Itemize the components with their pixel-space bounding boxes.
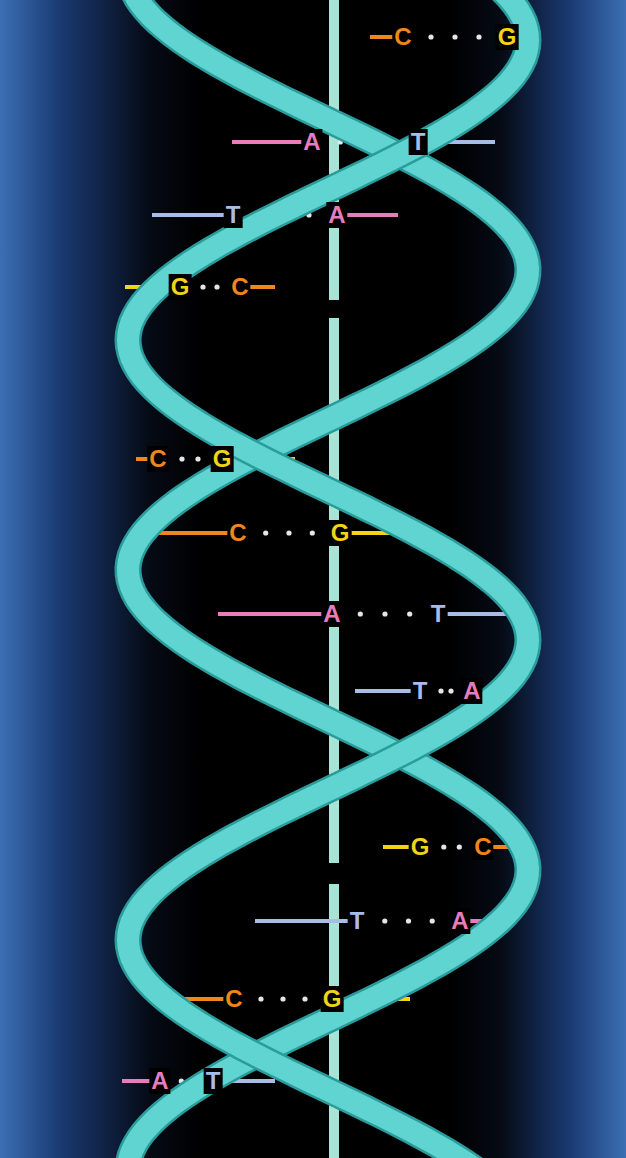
hydrogen-bond-dot [263, 530, 268, 535]
ribbon-edge [128, 0, 528, 1158]
hydrogen-bond-dot [430, 918, 435, 923]
base-letter: T [204, 1068, 223, 1094]
hydrogen-bond-dot [382, 611, 387, 616]
hydrogen-bond-dot [438, 688, 443, 693]
base-letter: T [348, 908, 367, 934]
hydrogen-bond-dot [382, 918, 387, 923]
hydrogen-bond-dot [452, 34, 457, 39]
hydrogen-bond-dot [358, 611, 363, 616]
hydrogen-bond-dot [441, 844, 446, 849]
base-stick [152, 213, 233, 217]
base-letter: A [321, 601, 342, 627]
base-letter: C [472, 834, 493, 860]
hydrogen-bond-dot [302, 996, 307, 1001]
backbone-ribbons [128, 0, 528, 1158]
hydrogen-bond-dot [407, 611, 412, 616]
base-letter: T [224, 202, 243, 228]
base-letter: C [392, 24, 413, 50]
ribbon [128, 0, 528, 1158]
base-letter: A [326, 202, 347, 228]
base-stick [218, 612, 332, 616]
base-letter: A [301, 129, 322, 155]
base-stick [232, 140, 312, 144]
base-letter: C [147, 446, 168, 472]
hydrogen-bond-dot [286, 530, 291, 535]
base-letter: G [496, 24, 519, 50]
base-letter: G [329, 520, 352, 546]
hydrogen-bond-dot [476, 34, 481, 39]
base-letter: C [227, 520, 248, 546]
base-letter: C [223, 986, 244, 1012]
ribbon [128, 0, 528, 1158]
base-stick [255, 919, 357, 923]
base-letter: A [449, 908, 470, 934]
base-letter: T [409, 129, 428, 155]
hydrogen-bond-dot [280, 996, 285, 1001]
base-letter: C [229, 274, 250, 300]
base-letter: G [169, 274, 192, 300]
hydrogen-bond-dot [448, 688, 453, 693]
base-letter: T [429, 601, 448, 627]
base-letter: G [409, 834, 432, 860]
hydrogen-bond-dot [406, 918, 411, 923]
base-letter: G [321, 986, 344, 1012]
hydrogen-bond-dot [179, 456, 184, 461]
hydrogen-bond-dot [428, 34, 433, 39]
ribbon-edge [128, 0, 528, 1158]
hydrogen-bond-dot [214, 284, 219, 289]
hydrogen-bond-dot [310, 530, 315, 535]
hydrogen-bond-dot [195, 456, 200, 461]
hydrogen-bond-dot [258, 996, 263, 1001]
hydrogen-bond-dot [200, 284, 205, 289]
base-letter: A [149, 1068, 170, 1094]
base-letter: T [411, 678, 430, 704]
hydrogen-bond-dot [457, 844, 462, 849]
base-letter: A [461, 678, 482, 704]
base-letter: G [211, 446, 234, 472]
